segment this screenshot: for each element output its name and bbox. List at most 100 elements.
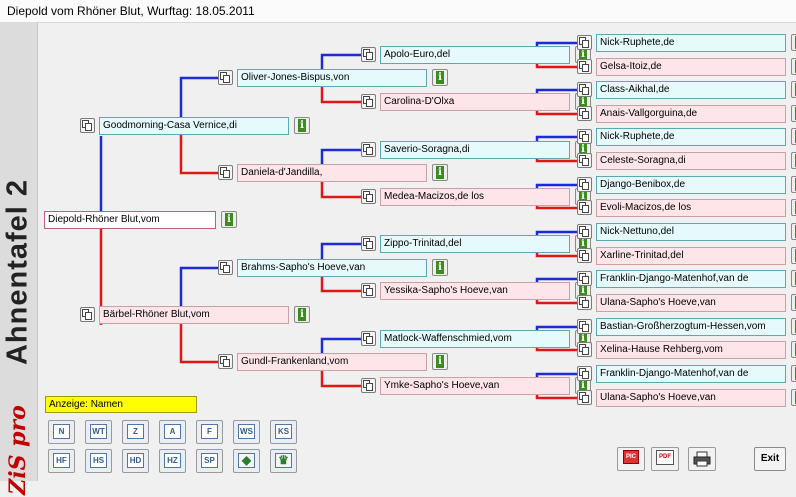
- copy-icon[interactable]: [361, 142, 376, 157]
- copy-icon[interactable]: [218, 260, 233, 275]
- animal-name-box[interactable]: Anais-Vallgorguina,de: [596, 105, 786, 123]
- pdf-export-button[interactable]: PDF: [651, 447, 679, 471]
- info-icon[interactable]: i: [294, 306, 310, 323]
- field-button-hf[interactable]: HF: [48, 449, 75, 473]
- animal-name-box[interactable]: Goodmorning-Casa Vernice,di: [99, 117, 289, 135]
- copy-icon[interactable]: [80, 307, 95, 322]
- animal-name-box[interactable]: Matlock-Waffenschmied,vom: [380, 330, 570, 348]
- animal-name-box[interactable]: Daniela-d'Jandilla,: [237, 164, 427, 182]
- info-icon[interactable]: i: [791, 81, 796, 98]
- animal-name-box[interactable]: Apolo-Euro,del: [380, 46, 570, 64]
- info-icon[interactable]: i: [791, 341, 796, 358]
- info-icon[interactable]: i: [791, 270, 796, 287]
- copy-icon[interactable]: [577, 106, 592, 121]
- field-button-z[interactable]: Z: [122, 420, 149, 444]
- animal-name-box[interactable]: Bastian-Großherzogtum-Hessen,vom: [596, 318, 786, 336]
- copy-icon[interactable]: [361, 189, 376, 204]
- copy-icon[interactable]: [577, 390, 592, 405]
- field-button-f[interactable]: F: [196, 420, 223, 444]
- animal-name-box[interactable]: Ymke-Sapho's Hoeve,van: [380, 377, 570, 395]
- copy-icon[interactable]: [577, 224, 592, 239]
- copy-icon[interactable]: [577, 342, 592, 357]
- animal-name-box[interactable]: Zippo-Trinitad,del: [380, 235, 570, 253]
- copy-icon[interactable]: [577, 248, 592, 263]
- info-icon[interactable]: i: [791, 105, 796, 122]
- copy-icon[interactable]: [577, 271, 592, 286]
- animal-name-box[interactable]: Django-Benibox,de: [596, 176, 786, 194]
- animal-name-box[interactable]: Oliver-Jones-Bispus,von: [237, 69, 427, 87]
- info-icon[interactable]: i: [791, 34, 796, 51]
- info-icon[interactable]: i: [791, 389, 796, 406]
- exit-button[interactable]: Exit: [754, 447, 786, 471]
- copy-icon[interactable]: [577, 319, 592, 334]
- pic-export-button[interactable]: PIC: [617, 447, 645, 471]
- info-icon[interactable]: i: [791, 128, 796, 145]
- info-icon[interactable]: i: [432, 259, 448, 276]
- info-icon[interactable]: i: [791, 294, 796, 311]
- info-icon[interactable]: i: [432, 353, 448, 370]
- copy-icon[interactable]: [577, 177, 592, 192]
- copy-icon[interactable]: [218, 165, 233, 180]
- info-icon[interactable]: i: [791, 318, 796, 335]
- animal-name-box[interactable]: Brahms-Sapho's Hoeve,van: [237, 259, 427, 277]
- field-button-ks[interactable]: KS: [270, 420, 297, 444]
- info-icon[interactable]: i: [294, 117, 310, 134]
- info-icon[interactable]: i: [791, 365, 796, 382]
- animal-name-box[interactable]: Carolina-D'Olxa: [380, 93, 570, 111]
- print-button[interactable]: [688, 447, 716, 471]
- copy-icon[interactable]: [577, 129, 592, 144]
- field-button-ws[interactable]: WS: [233, 420, 260, 444]
- info-icon[interactable]: i: [791, 176, 796, 193]
- copy-icon[interactable]: [218, 354, 233, 369]
- copy-icon[interactable]: [577, 366, 592, 381]
- copy-icon[interactable]: [577, 200, 592, 215]
- animal-name-box[interactable]: Class-Aikhal,de: [596, 81, 786, 99]
- animal-name-box[interactable]: Saverio-Soragna,di: [380, 141, 570, 159]
- field-button-icon-5[interactable]: ◆: [233, 449, 260, 473]
- animal-name-box[interactable]: Bärbel-Rhöner Blut,vom: [99, 306, 289, 324]
- animal-name-box[interactable]: Yessika-Sapho's Hoeve,van: [380, 282, 570, 300]
- copy-icon[interactable]: [361, 283, 376, 298]
- field-button-n[interactable]: N: [48, 420, 75, 444]
- copy-icon[interactable]: [361, 331, 376, 346]
- animal-name-box[interactable]: Xelina-Hause Rehberg,vom: [596, 341, 786, 359]
- animal-name-box[interactable]: Diepold-Rhöner Blut,vom: [44, 211, 216, 229]
- info-icon[interactable]: i: [432, 164, 448, 181]
- info-icon[interactable]: i: [221, 211, 237, 228]
- field-button-icon-6[interactable]: ♛: [270, 449, 297, 473]
- animal-name-box[interactable]: Ulana-Sapho's Hoeve,van: [596, 294, 786, 312]
- copy-icon[interactable]: [577, 35, 592, 50]
- animal-name-box[interactable]: Xarline-Trinitad,del: [596, 247, 786, 265]
- animal-name-box[interactable]: Gelsa-Itoiz,de: [596, 58, 786, 76]
- info-icon[interactable]: i: [791, 58, 796, 75]
- copy-icon[interactable]: [577, 295, 592, 310]
- animal-name-box[interactable]: Franklin-Django-Matenhof,van de: [596, 365, 786, 383]
- copy-icon[interactable]: [361, 236, 376, 251]
- field-button-a[interactable]: A: [159, 420, 186, 444]
- copy-icon[interactable]: [577, 59, 592, 74]
- animal-name-box[interactable]: Celeste-Soragna,di: [596, 152, 786, 170]
- info-icon[interactable]: i: [791, 152, 796, 169]
- copy-icon[interactable]: [361, 47, 376, 62]
- copy-icon[interactable]: [361, 94, 376, 109]
- info-icon[interactable]: i: [791, 199, 796, 216]
- info-icon[interactable]: i: [791, 247, 796, 264]
- field-button-hd[interactable]: HD: [122, 449, 149, 473]
- field-button-wt[interactable]: WT: [85, 420, 112, 444]
- animal-name-box[interactable]: Franklin-Django-Matenhof,van de: [596, 270, 786, 288]
- copy-icon[interactable]: [218, 70, 233, 85]
- field-button-sp[interactable]: SP: [196, 449, 223, 473]
- animal-name-box[interactable]: Nick-Ruphete,de: [596, 34, 786, 52]
- info-icon[interactable]: i: [432, 69, 448, 86]
- animal-name-box[interactable]: Medea-Macizos,de los: [380, 188, 570, 206]
- copy-icon[interactable]: [577, 153, 592, 168]
- field-button-hs[interactable]: HS: [85, 449, 112, 473]
- animal-name-box[interactable]: Nick-Ruphete,de: [596, 128, 786, 146]
- animal-name-box[interactable]: Nick-Nettuno,del: [596, 223, 786, 241]
- animal-name-box[interactable]: Evoli-Macizos,de los: [596, 199, 786, 217]
- copy-icon[interactable]: [361, 378, 376, 393]
- copy-icon[interactable]: [80, 118, 95, 133]
- animal-name-box[interactable]: Ulana-Sapho's Hoeve,van: [596, 389, 786, 407]
- copy-icon[interactable]: [577, 82, 592, 97]
- info-icon[interactable]: i: [791, 223, 796, 240]
